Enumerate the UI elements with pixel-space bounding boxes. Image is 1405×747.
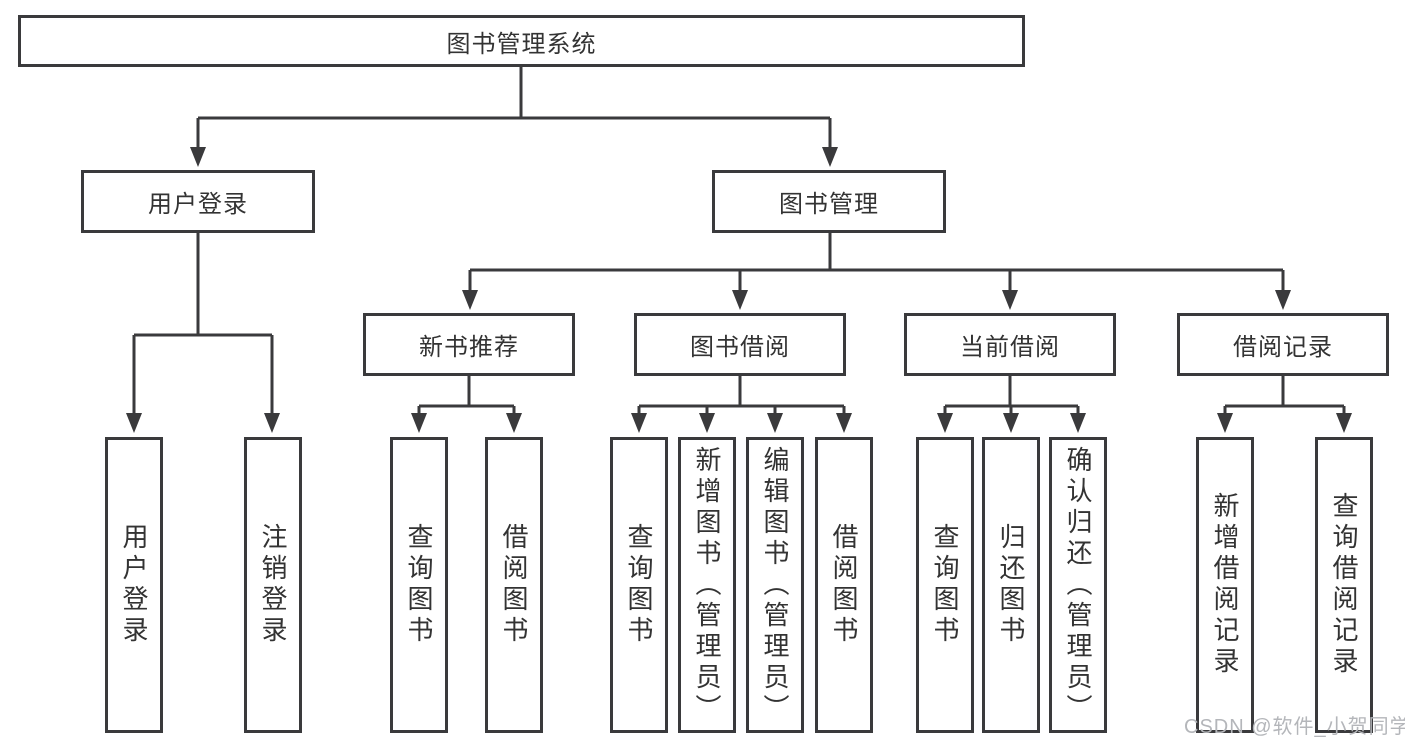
leaf-label: 编辑图书（管理员）	[760, 445, 790, 725]
leaf-label: 借阅图书	[829, 523, 859, 647]
leaf-query-borrow-record: 查询借阅记录	[1315, 437, 1373, 733]
leaf-add-books-admin: 新增图书（管理员）	[678, 437, 736, 733]
node-label: 图书借阅	[690, 334, 790, 361]
leaf-query-books-3: 查询图书	[916, 437, 974, 733]
leaf-label: 确认归还（管理员）	[1063, 445, 1093, 725]
leaf-label: 归还图书	[996, 523, 1026, 647]
node-label: 图书管理系统	[446, 30, 597, 58]
leaf-query-books-2: 查询图书	[610, 437, 668, 733]
node-user-login: 用户登录	[81, 170, 315, 233]
node-label: 借阅记录	[1233, 334, 1333, 361]
leaf-label: 新增借阅记录	[1210, 492, 1240, 678]
leaf-label: 查询借阅记录	[1329, 492, 1359, 678]
leaf-add-borrow-record: 新增借阅记录	[1196, 437, 1254, 733]
node-library-management-system: 图书管理系统	[18, 15, 1025, 67]
node-label: 图书管理	[779, 191, 879, 218]
leaf-logout: 注销登录	[244, 437, 302, 733]
node-book-management: 图书管理	[712, 170, 946, 233]
leaf-label: 新增图书（管理员）	[692, 445, 722, 725]
leaf-borrow-books-1: 借阅图书	[485, 437, 543, 733]
leaf-label: 借阅图书	[499, 523, 529, 647]
leaf-label: 用户登录	[119, 523, 149, 647]
leaf-confirm-return-admin: 确认归还（管理员）	[1049, 437, 1107, 733]
csdn-watermark: CSDN @软件_小贺同学	[1184, 716, 1405, 738]
node-book-borrowing: 图书借阅	[634, 313, 846, 376]
node-label: 当前借阅	[960, 334, 1060, 361]
node-borrowing-records: 借阅记录	[1177, 313, 1389, 376]
leaf-edit-books-admin: 编辑图书（管理员）	[746, 437, 804, 733]
node-label: 用户登录	[148, 191, 248, 218]
node-new-book-recommendation: 新书推荐	[363, 313, 575, 376]
leaf-label: 注销登录	[258, 523, 288, 647]
leaf-label: 查询图书	[930, 523, 960, 647]
leaf-user-login: 用户登录	[105, 437, 163, 733]
leaf-query-books-1: 查询图书	[390, 437, 448, 733]
leaf-label: 查询图书	[404, 523, 434, 647]
node-current-borrowing: 当前借阅	[904, 313, 1116, 376]
leaf-return-books: 归还图书	[982, 437, 1040, 733]
leaf-borrow-books-2: 借阅图书	[815, 437, 873, 733]
leaf-label: 查询图书	[624, 523, 654, 647]
node-label: 新书推荐	[419, 334, 519, 361]
arrowheads	[126, 147, 1352, 433]
